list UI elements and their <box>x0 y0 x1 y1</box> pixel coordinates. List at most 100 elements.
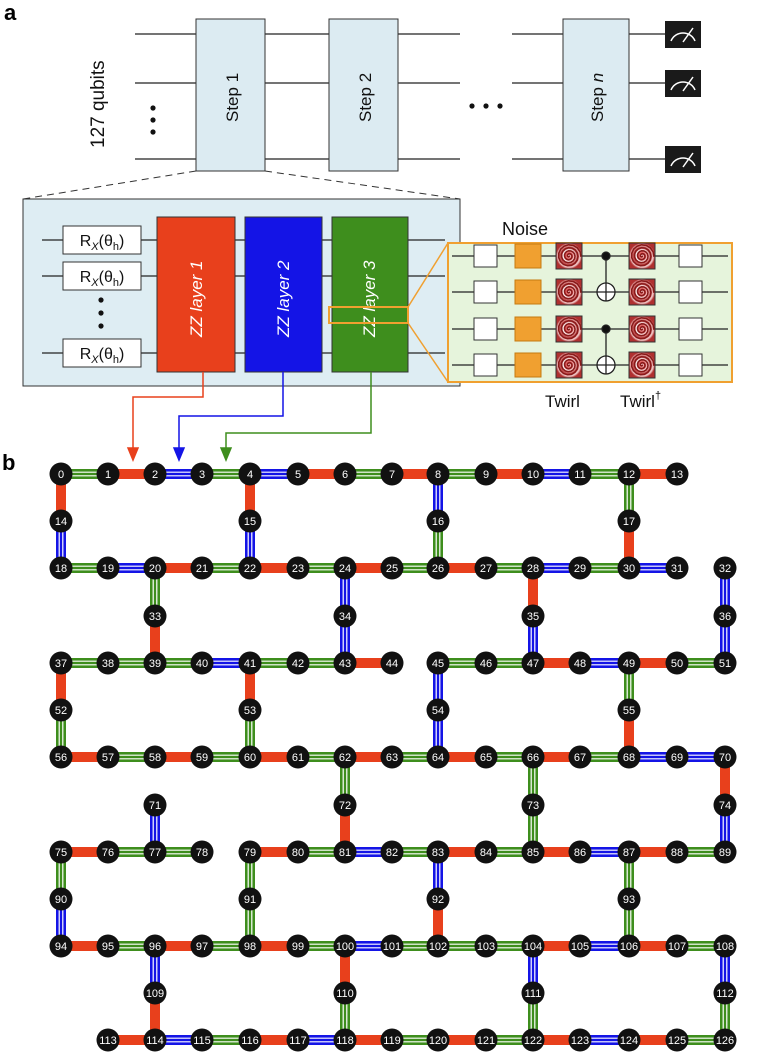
qubit-node: 82 <box>380 840 404 864</box>
qubit-node-label: 119 <box>383 1035 401 1047</box>
pauli-box <box>473 244 498 268</box>
qubit-node-label: 85 <box>527 847 539 859</box>
qubit-node-label: 86 <box>574 847 586 859</box>
qubit-node: 31 <box>665 556 689 580</box>
zz-layer-2-box <box>244 216 323 373</box>
qubit-node-label: 3 <box>199 469 205 481</box>
qubit-node-label: 67 <box>574 752 586 764</box>
qubit-node-label: 65 <box>480 752 492 764</box>
twirl-spiral-icon <box>555 315 583 343</box>
qubit-node-label: 16 <box>432 516 444 528</box>
qubit-node: 34 <box>333 604 357 628</box>
qubit-node: 125 <box>665 1028 689 1052</box>
qubit-node: 74 <box>713 793 737 817</box>
qubit-node-label: 82 <box>386 847 398 859</box>
rx-gate-label: RX(θh) <box>80 346 125 366</box>
qubit-node: 91 <box>238 887 262 911</box>
zoom-line-bottom <box>407 322 449 383</box>
qubit-node-label: 95 <box>102 941 114 953</box>
qubit-node-label: 42 <box>292 658 304 670</box>
qubit-node-label: 53 <box>244 705 256 717</box>
qubit-node-label: 15 <box>244 516 256 528</box>
qubit-node: 38 <box>96 651 120 675</box>
qubit-node-label: 10 <box>527 469 539 481</box>
qubit-node-label: 0 <box>58 469 64 481</box>
qubit-node: 52 <box>49 698 73 722</box>
qubit-node-label: 20 <box>149 563 161 575</box>
qubit-node: 20 <box>143 556 167 580</box>
qubit-node-label: 117 <box>289 1035 307 1047</box>
qubit-node: 94 <box>49 934 73 958</box>
qubit-node: 68 <box>617 745 641 769</box>
qubit-node-label: 75 <box>55 847 67 859</box>
qubit-node-label: 28 <box>527 563 539 575</box>
qubit-node: 105 <box>568 934 592 958</box>
qubit-node: 88 <box>665 840 689 864</box>
qubit-node: 123 <box>568 1028 592 1052</box>
qubit-node-label: 49 <box>623 658 635 670</box>
noise-box <box>514 316 542 342</box>
qubit-node-label: 66 <box>527 752 539 764</box>
vertical-ellipsis <box>150 105 156 135</box>
qubit-node: 117 <box>286 1028 310 1052</box>
qubit-node: 4 <box>238 462 262 486</box>
zz-layer-1-label: ZZ layer 1 <box>187 260 206 338</box>
qubit-node: 64 <box>426 745 450 769</box>
step-box-1: Step 1 <box>195 18 266 172</box>
qubit-node: 79 <box>238 840 262 864</box>
qubit-node-label: 114 <box>146 1035 164 1047</box>
zz-layer-3-label: ZZ layer 3 <box>360 260 379 338</box>
twirl-dagger-spiral-icon <box>628 351 656 379</box>
qubit-node-label: 60 <box>244 752 256 764</box>
qubit-node: 7 <box>380 462 404 486</box>
qubit-node-label: 106 <box>620 941 638 953</box>
zz-layer-1-box <box>156 216 236 373</box>
qubit-node: 39 <box>143 651 167 675</box>
qubit-node-label: 84 <box>480 847 492 859</box>
pauli-box <box>678 317 703 341</box>
pauli-box <box>473 317 498 341</box>
qubit-node-label: 58 <box>149 752 161 764</box>
qubit-node: 43 <box>333 651 357 675</box>
qubit-node: 62 <box>333 745 357 769</box>
qubit-node: 103 <box>474 934 498 958</box>
qubit-node-label: 22 <box>244 563 256 575</box>
expand-line-left <box>22 170 197 200</box>
qubit-node-label: 77 <box>149 847 161 859</box>
pauli-box <box>473 280 498 304</box>
qubit-node: 110 <box>333 981 357 1005</box>
qubit-node-label: 50 <box>671 658 683 670</box>
qubit-node-label: 110 <box>336 988 354 1000</box>
qubit-node-label: 8 <box>435 469 441 481</box>
qubit-node: 107 <box>665 934 689 958</box>
qubit-node-label: 37 <box>55 658 67 670</box>
qubit-node-label: 115 <box>193 1035 211 1047</box>
qubit-node-label: 17 <box>623 516 635 528</box>
qubit-node: 28 <box>521 556 545 580</box>
qubit-node-label: 30 <box>623 563 635 575</box>
zoom-highlight <box>328 306 409 324</box>
qubit-node: 18 <box>49 556 73 580</box>
qubit-node-label: 35 <box>527 611 539 623</box>
zz-layer-2-label: ZZ layer 2 <box>274 260 293 338</box>
step-box-2: Step 2 <box>328 18 399 172</box>
meter-icon <box>665 21 701 48</box>
zoom-line-top <box>407 242 449 308</box>
meter-icon <box>665 146 701 173</box>
qubit-node: 22 <box>238 556 262 580</box>
qubit-node-label: 116 <box>241 1035 259 1047</box>
qubit-node: 87 <box>617 840 641 864</box>
twirl-label: Twirl <box>545 392 580 411</box>
qubit-node-label: 120 <box>429 1035 447 1047</box>
qubit-node: 101 <box>380 934 404 958</box>
qubit-node-label: 47 <box>527 658 539 670</box>
qubit-node-label: 27 <box>480 563 492 575</box>
qubit-node: 99 <box>286 934 310 958</box>
qubit-node: 45 <box>426 651 450 675</box>
qubit-node: 60 <box>238 745 262 769</box>
qubit-node: 24 <box>333 556 357 580</box>
qubit-node-label: 14 <box>55 516 67 528</box>
qubit-node-label: 101 <box>383 941 401 953</box>
qubit-node: 47 <box>521 651 545 675</box>
qubit-node-label: 56 <box>55 752 67 764</box>
